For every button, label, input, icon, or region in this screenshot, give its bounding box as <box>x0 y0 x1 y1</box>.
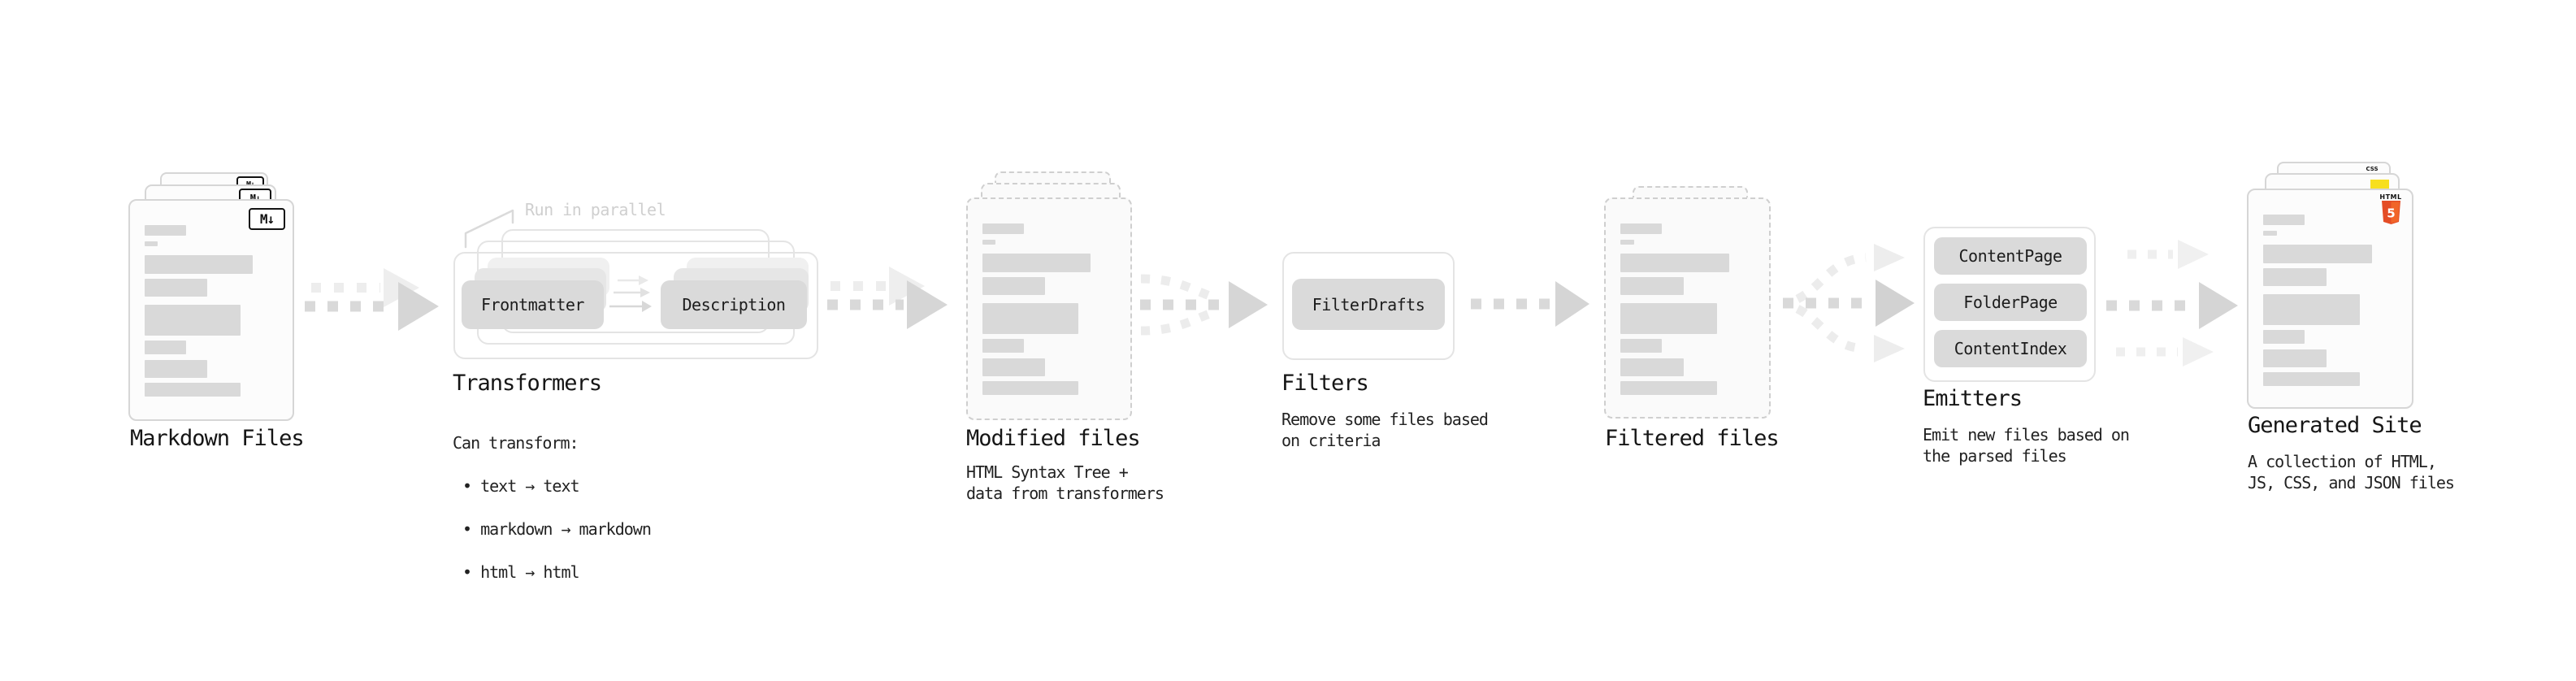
html5-shield-icon: 5 <box>2381 201 2400 224</box>
placeholder-bar <box>2263 349 2327 367</box>
placeholder-bar <box>145 225 186 236</box>
placeholder-bar <box>982 381 1079 395</box>
html5-icon: HTML 5 <box>2379 193 2402 228</box>
run-in-parallel-annotation: Run in parallel <box>525 200 666 219</box>
stage-title: Transformers <box>453 371 602 396</box>
placeholder-bar <box>1620 339 1663 353</box>
svg-text:5: 5 <box>2387 206 2395 221</box>
placeholder-bar <box>1620 277 1684 295</box>
arrow-markdown-to-transformers <box>305 268 439 331</box>
arrow-transformers-to-modified <box>827 267 948 329</box>
arrow-filtered-to-emitters-branch <box>1783 244 1915 362</box>
placeholder-text-bars <box>968 199 1130 395</box>
stage-description: Remove some files based on criteria <box>1281 410 1489 450</box>
arrow-filters-to-filtered <box>1471 281 1589 327</box>
stage-title: Markdown Files <box>130 426 305 451</box>
markdown-icon: M↓ <box>249 208 285 230</box>
description-pill: Description <box>661 280 807 329</box>
placeholder-bar <box>982 303 1079 334</box>
modified-file-card-front <box>966 197 1132 420</box>
stage-title: Filtered files <box>1605 426 1780 451</box>
placeholder-bar <box>982 240 996 245</box>
placeholder-bar <box>2263 294 2360 325</box>
placeholder-bar <box>145 305 241 336</box>
placeholder-bar <box>1620 358 1684 376</box>
placeholder-bar <box>1620 303 1717 334</box>
generated-file-card-html: HTML 5 <box>2247 189 2413 409</box>
placeholder-bar <box>1620 381 1717 395</box>
stage-description: Can transform: text → text markdown → ma… <box>453 411 794 626</box>
placeholder-text-bars <box>130 201 293 397</box>
transformer-frame-front <box>453 252 818 359</box>
filters-frame <box>1282 252 1455 360</box>
stage-description: Emit new files based on the parsed files <box>1923 425 2130 466</box>
placeholder-bar <box>1620 254 1729 272</box>
list-item: html → html <box>462 562 794 583</box>
placeholder-bar <box>2263 268 2327 286</box>
stage-title: Generated Site <box>2248 413 2422 438</box>
emitters-frame <box>1923 227 2096 382</box>
list-item: text → text <box>462 475 794 497</box>
filterdrafts-pill: FilterDrafts <box>1292 279 1445 330</box>
contentindex-pill: ContentIndex <box>1934 330 2087 367</box>
placeholder-bar <box>982 277 1046 295</box>
stage-description: HTML Syntax Tree + data from transformer… <box>966 462 1164 503</box>
placeholder-text-bars <box>1606 199 1769 395</box>
contentpage-pill: ContentPage <box>1934 237 2087 275</box>
stage-description: A collection of HTML, JS, CSS, and JSON … <box>2248 452 2455 492</box>
placeholder-bar <box>1620 240 1634 245</box>
placeholder-bar <box>982 339 1024 353</box>
placeholder-bar <box>982 254 1091 272</box>
transform-types-list: text → text markdown → markdown html → h… <box>453 454 794 605</box>
arrow-emitters-to-generated <box>2106 240 2238 367</box>
frontmatter-pill: Frontmatter <box>462 280 604 329</box>
placeholder-bar <box>2263 330 2305 344</box>
placeholder-bar <box>982 358 1046 376</box>
placeholder-bar <box>2263 215 2305 225</box>
placeholder-bar <box>145 383 241 397</box>
stage-title: Filters <box>1281 371 1369 396</box>
placeholder-bar <box>2263 372 2360 386</box>
placeholder-bar <box>145 360 208 378</box>
html5-icon-label: HTML <box>2379 193 2402 201</box>
folderpage-pill: FolderPage <box>1934 284 2087 321</box>
arrow-modified-to-filters-merge <box>1140 274 1268 336</box>
css-icon-label: CSS <box>2366 166 2379 172</box>
stage-title: Modified files <box>966 426 1141 451</box>
placeholder-bar <box>145 241 158 246</box>
placeholder-bar <box>982 223 1024 234</box>
desc-lead: Can transform: <box>453 433 579 453</box>
filtered-file-card-front <box>1604 197 1771 419</box>
stage-title: Emitters <box>1923 386 2023 411</box>
placeholder-bar <box>145 279 208 297</box>
markdown-file-card-front: M↓ <box>128 199 294 421</box>
placeholder-bar <box>145 340 186 354</box>
placeholder-bar <box>2263 245 2372 263</box>
placeholder-text-bars <box>2249 190 2412 386</box>
javascript-icon <box>2370 180 2389 190</box>
placeholder-bar <box>2263 231 2277 236</box>
list-item: markdown → markdown <box>462 518 794 540</box>
placeholder-bar <box>145 255 253 274</box>
placeholder-bar <box>1620 223 1663 234</box>
